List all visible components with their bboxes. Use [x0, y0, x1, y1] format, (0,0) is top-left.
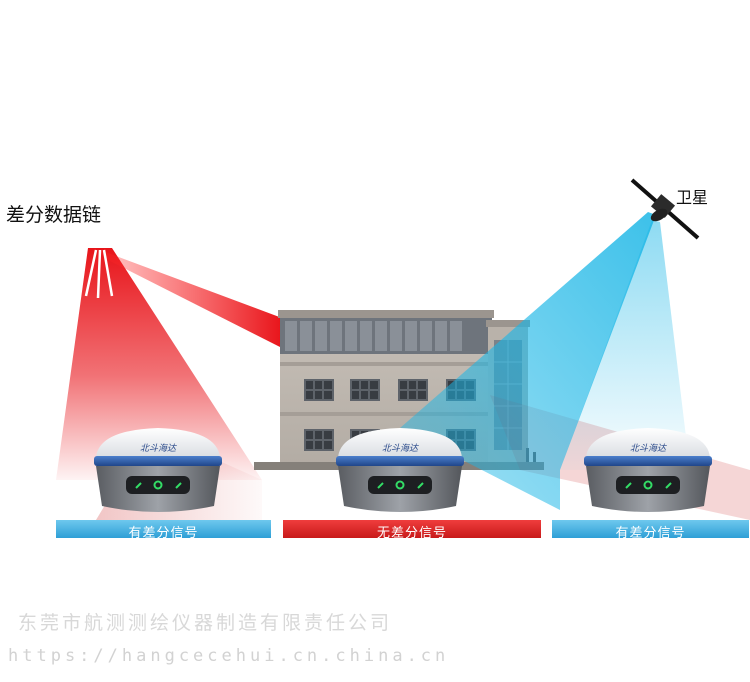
satellite-beam-right: [560, 220, 690, 470]
data-link-label: 差分数据链: [6, 204, 102, 226]
receiver-brand-right: 北斗海达: [630, 443, 667, 454]
satellite-beam: [400, 212, 656, 510]
watermark-url: https://hangcecehui.cn.china.cn: [8, 646, 450, 666]
signal-bar-text: 无差分信号: [376, 526, 447, 541]
gnss-receiver-middle: [336, 428, 464, 512]
signal-bar-text: 有差分信号: [128, 526, 199, 541]
signal-bar-right: 有差分信号: [552, 520, 749, 541]
radio-beam-down: [56, 248, 262, 480]
transmitter-icon: [84, 249, 114, 299]
radio-beam-building: [100, 250, 282, 348]
receiver-brand-left: 北斗海达: [140, 443, 177, 454]
satellite-icon: [630, 178, 700, 240]
signal-bar-middle: 无差分信号: [283, 520, 541, 541]
signal-bar-left: 有差分信号: [56, 520, 271, 541]
gnss-receiver-left: [94, 428, 222, 512]
watermark-company: 东莞市航测测绘仪器制造有限责任公司: [18, 612, 393, 634]
satellite-label: 卫星: [676, 188, 709, 207]
receiver-brand-middle: 北斗海达: [382, 443, 419, 454]
gnss-receiver-right: [584, 428, 712, 512]
signal-bar-text: 有差分信号: [615, 526, 686, 541]
